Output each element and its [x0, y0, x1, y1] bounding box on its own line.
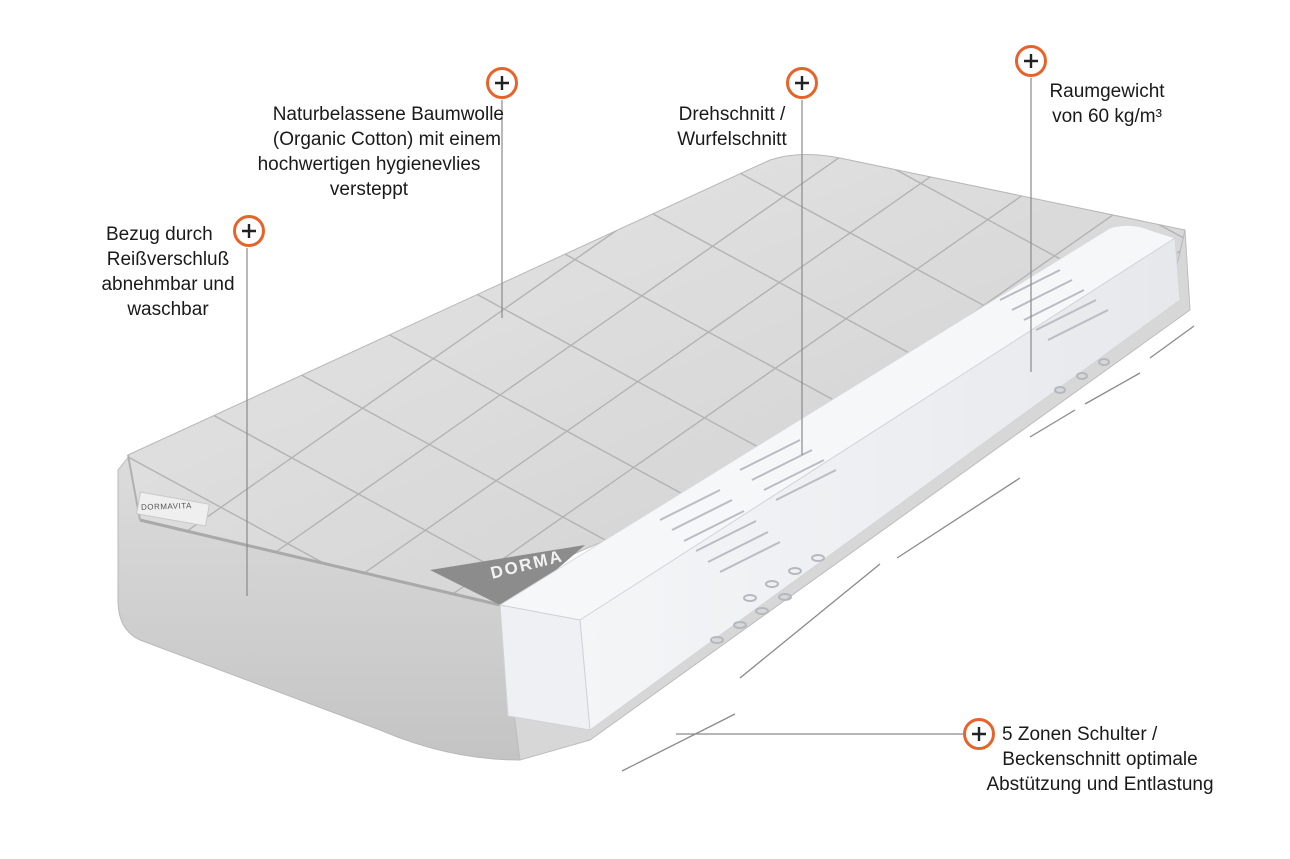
callout-density: Raumgewicht von 60 kg/m³: [1032, 79, 1182, 129]
plus-circle-icon: [233, 215, 265, 247]
callout-cover-line-2: Reißverschluß: [106, 249, 230, 270]
callout-fabric-line-1: Naturbelassene Baumwolle: [272, 104, 504, 125]
callout-density-line-1: Raumgewicht: [1049, 81, 1165, 102]
callout-cut-line-1: Drehschnitt /: [678, 104, 786, 125]
callout-density-line-2: von 60 kg/m³: [1052, 106, 1162, 127]
callout-cover-line-1: Bezug durch: [106, 224, 213, 245]
callout-zones-line-2: Beckenschnitt optimale: [1002, 749, 1198, 770]
hotspot-zones-button[interactable]: [962, 717, 996, 751]
plus-circle-icon: [963, 718, 995, 750]
callout-cover-line-3: abnehmbar und: [101, 274, 235, 295]
foam-slits: [659, 269, 1109, 573]
plus-circle-icon: [486, 67, 518, 99]
callout-fabric: Naturbelassene Baumwolle (Organic Cotton…: [234, 102, 504, 202]
hotspot-fabric-button[interactable]: [485, 66, 519, 100]
hotspot-density-button[interactable]: [1014, 44, 1048, 78]
brand-label: [136, 491, 210, 527]
hotspot-cut-button[interactable]: [785, 66, 819, 100]
callout-zones-line-3: Abstützung und Entlastung: [986, 774, 1214, 795]
callout-cut: Drehschnitt / Wurfelschnitt: [662, 102, 802, 152]
foam-core-end: [499, 604, 591, 731]
callout-lines: [246, 78, 1032, 735]
callout-fabric-line-2: (Organic Cotton) mit einem: [272, 129, 501, 150]
hotspot-cover-button[interactable]: [232, 214, 266, 248]
callout-fabric-line-4: versteppt: [329, 179, 409, 200]
plus-circle-icon: [786, 67, 818, 99]
foam-core-top: [498, 224, 1177, 621]
callout-fabric-line-3: hochwertigen hygienevlies: [257, 154, 481, 175]
plus-circle-icon: [1015, 45, 1047, 77]
callout-zones: 5 Zonen Schulter / Beckenschnitt optimal…: [950, 722, 1250, 797]
callout-cover-line-4: waschbar: [127, 299, 209, 320]
foam-holes: [710, 358, 1110, 644]
callout-cut-line-2: Wurfelschnitt: [677, 129, 787, 150]
logo-triangle: [430, 545, 585, 610]
dimension-lines: [621, 325, 1195, 772]
brand-tag-text: DORMAVITA: [140, 501, 193, 512]
callout-zones-line-1: 5 Zonen Schulter /: [1002, 724, 1158, 745]
callout-cover: Bezug durch Reißverschluß abnehmbar und …: [78, 222, 258, 322]
